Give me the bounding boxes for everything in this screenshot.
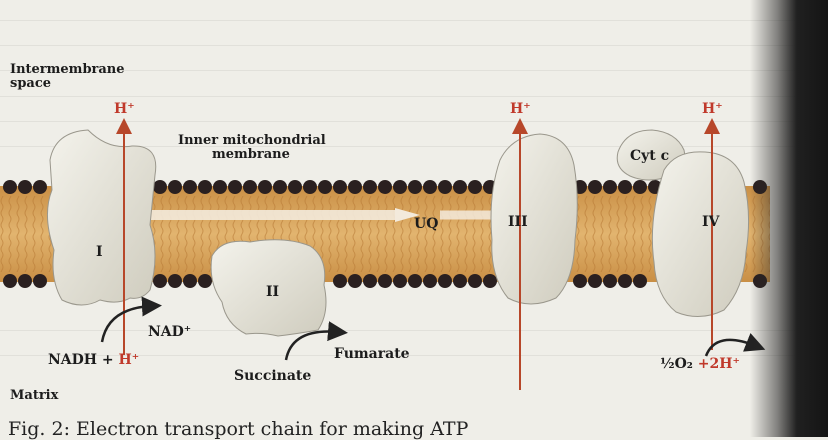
oxygen-equation: ½O₂ +2H⁺ bbox=[660, 356, 740, 372]
intermembrane-space-label: Intermembrane space bbox=[10, 63, 125, 91]
lipid-head bbox=[378, 180, 392, 194]
complex-iii-label: III bbox=[508, 214, 528, 230]
lipid-head bbox=[633, 180, 647, 194]
succinate-reaction-arrow bbox=[286, 332, 338, 360]
lipid-head bbox=[573, 274, 587, 288]
lipid-head bbox=[468, 274, 482, 288]
lipid-head bbox=[333, 180, 347, 194]
lipid-head bbox=[183, 274, 197, 288]
lipid-head bbox=[333, 274, 347, 288]
fumarate-label: Fumarate bbox=[334, 346, 410, 362]
lipid-head bbox=[408, 180, 422, 194]
lipid-head bbox=[438, 274, 452, 288]
lipid-head bbox=[588, 180, 602, 194]
lipid-head bbox=[183, 180, 197, 194]
lipid-head bbox=[393, 274, 407, 288]
lipid-head bbox=[318, 180, 332, 194]
lipid-head bbox=[213, 180, 227, 194]
lipid-head bbox=[453, 274, 467, 288]
h-plus-label-1: H⁺ bbox=[114, 101, 135, 117]
lipid-head bbox=[393, 180, 407, 194]
lipid-head bbox=[33, 274, 47, 288]
complex-i-shape bbox=[47, 130, 155, 305]
lipid-head bbox=[288, 180, 302, 194]
lipid-head bbox=[348, 180, 362, 194]
cytochrome-c-label: Cyt c bbox=[630, 148, 669, 164]
lipid-head bbox=[408, 274, 422, 288]
h-plus-label-2: H⁺ bbox=[510, 101, 531, 117]
lipid-head bbox=[603, 274, 617, 288]
lipid-head bbox=[483, 274, 497, 288]
complex-i-label: I bbox=[96, 244, 103, 260]
lipid-head bbox=[3, 180, 17, 194]
lipid-head bbox=[363, 180, 377, 194]
lipid-head bbox=[18, 274, 32, 288]
lipid-head bbox=[228, 180, 242, 194]
complex-iii-shape bbox=[491, 134, 577, 304]
nadh-reaction-arrow bbox=[102, 306, 152, 342]
lipid-head bbox=[153, 274, 167, 288]
lipid-head bbox=[618, 274, 632, 288]
lipid-head bbox=[198, 274, 212, 288]
lipid-head bbox=[468, 180, 482, 194]
lipid-head bbox=[378, 274, 392, 288]
nadh-equation: NADH + H⁺ bbox=[48, 352, 139, 368]
lipid-head bbox=[198, 180, 212, 194]
oxygen-reaction-arrow bbox=[706, 340, 756, 356]
h-plus-label-3: H⁺ bbox=[702, 101, 723, 117]
lipid-head bbox=[363, 274, 377, 288]
lipid-head bbox=[273, 180, 287, 194]
lipid-head bbox=[633, 274, 647, 288]
lipid-head bbox=[453, 180, 467, 194]
lipid-head bbox=[303, 180, 317, 194]
lipid-head bbox=[33, 180, 47, 194]
lipid-head bbox=[168, 180, 182, 194]
matrix-label: Matrix bbox=[10, 389, 58, 403]
lipid-head bbox=[348, 274, 362, 288]
lipid-head bbox=[18, 180, 32, 194]
lipid-head bbox=[603, 180, 617, 194]
lipid-head bbox=[243, 180, 257, 194]
lipid-head bbox=[588, 274, 602, 288]
lipid-head bbox=[168, 274, 182, 288]
complex-ii-label: II bbox=[266, 284, 279, 300]
nad-plus-label: NAD⁺ bbox=[148, 324, 191, 340]
lipid-head bbox=[438, 180, 452, 194]
lipid-head bbox=[3, 274, 17, 288]
lipid-head bbox=[423, 274, 437, 288]
inner-membrane-label: Inner mitochondrial membrane bbox=[178, 134, 326, 162]
lipid-head bbox=[423, 180, 437, 194]
lipid-head bbox=[618, 180, 632, 194]
lipid-head bbox=[153, 180, 167, 194]
page-binding-shadow bbox=[750, 0, 828, 437]
succinate-label: Succinate bbox=[234, 368, 311, 384]
lipid-head bbox=[258, 180, 272, 194]
ubiquinone-label: UQ bbox=[414, 216, 438, 232]
complex-iv-label: IV bbox=[702, 214, 719, 230]
complex-iv-shape bbox=[652, 152, 748, 317]
